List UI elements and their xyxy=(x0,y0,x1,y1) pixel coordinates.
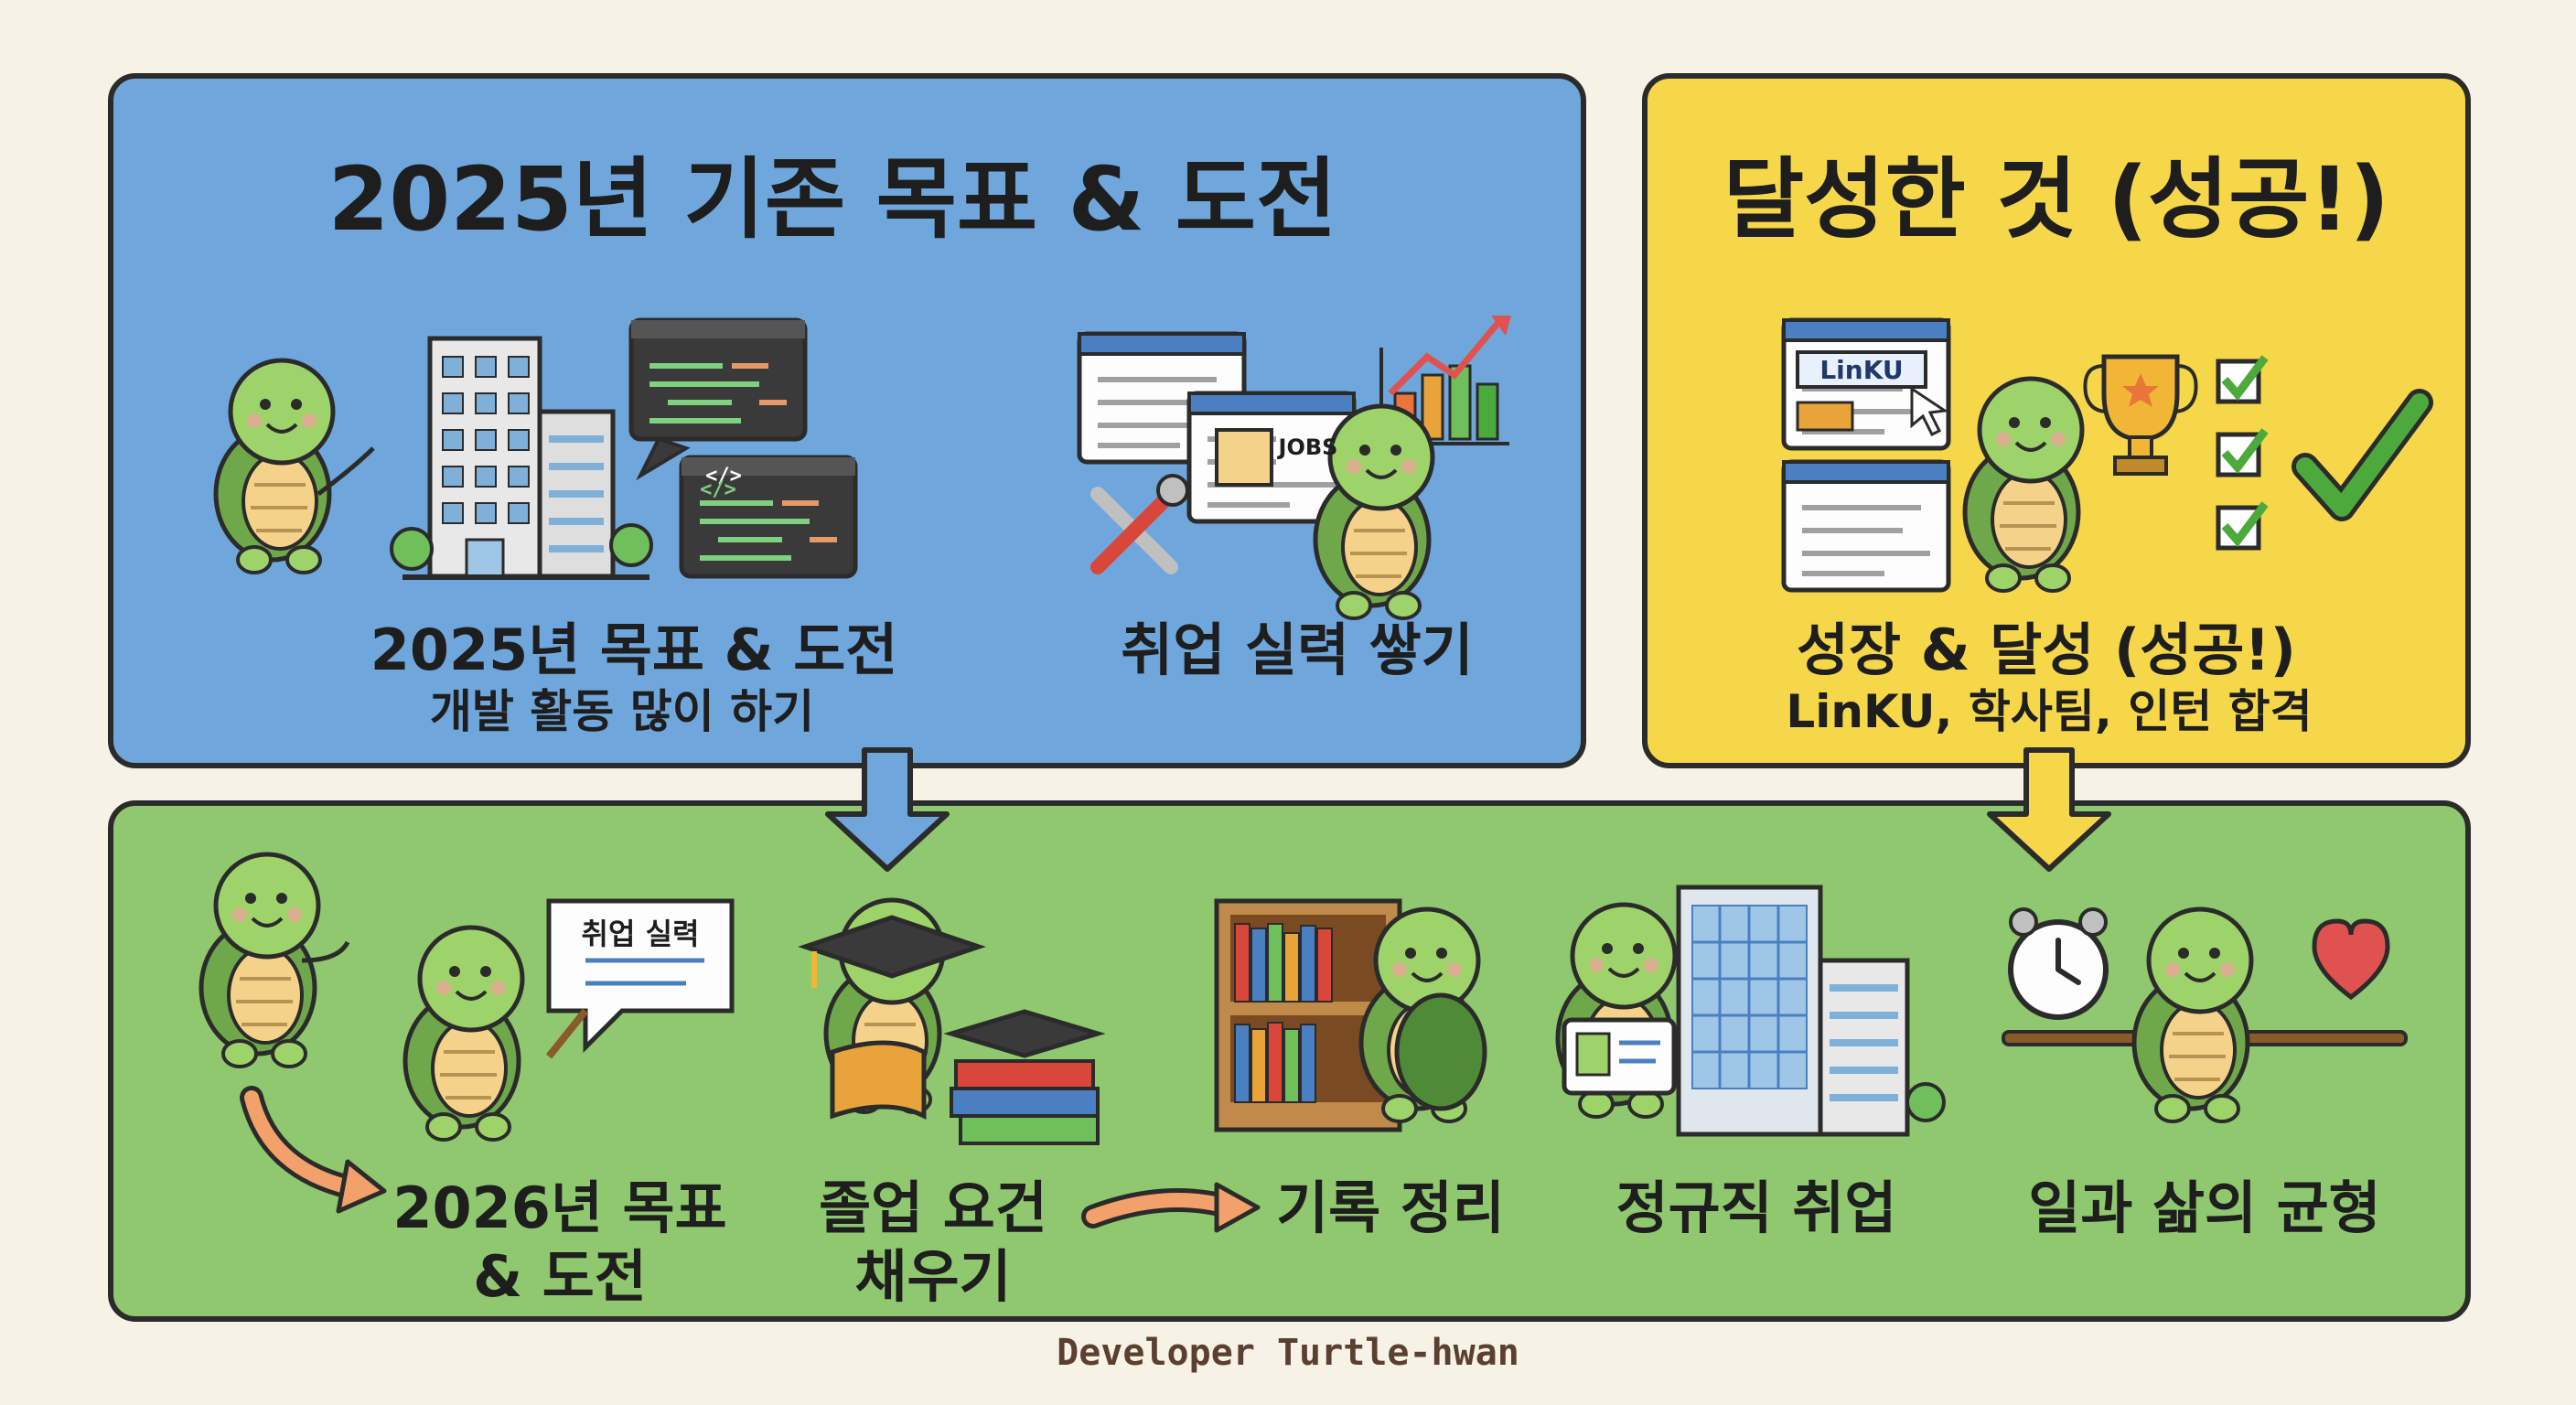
turtle-icon xyxy=(405,928,522,1140)
checkbox-icon xyxy=(2216,355,2269,551)
step-graduation-line2: 채우기 xyxy=(854,1243,1012,1310)
turtle-icon xyxy=(1965,379,2082,591)
achievement-sub: LinKU, 학사팀, 인턴 합격 xyxy=(1786,685,2313,738)
turtle-icon xyxy=(216,360,333,573)
code-window-icon xyxy=(1784,320,1948,590)
code-tag-1: </> xyxy=(705,465,742,488)
code-tag-2: </> xyxy=(700,478,736,501)
id-badge-icon xyxy=(1562,1017,1677,1096)
achievement-label: 성장 & 달성 (성공!) xyxy=(1796,617,2297,683)
jobs-label: JOBS xyxy=(1278,434,1338,460)
office-building-icon xyxy=(390,338,653,580)
code-window-icon xyxy=(631,320,855,576)
curved-arrow-icon xyxy=(1081,1182,1261,1233)
job-board-icon xyxy=(545,898,735,1059)
heart-icon xyxy=(2312,918,2390,1001)
tools-icon xyxy=(1090,474,1189,574)
trophy-icon xyxy=(2083,354,2198,476)
down-arrow-icon xyxy=(1987,747,2111,872)
goal-item-sub: 개발 활동 많이 하기 xyxy=(429,685,815,738)
graduation-cap-icon xyxy=(798,915,1106,1058)
down-arrow-icon xyxy=(825,747,950,872)
turtle-icon xyxy=(2134,909,2251,1121)
book-icon xyxy=(830,1040,1100,1145)
step-records: 기록 정리 xyxy=(1276,1174,1505,1241)
step-fulltime-job: 정규직 취업 xyxy=(1615,1174,1897,1241)
alarm-clock-icon xyxy=(2008,907,2109,1020)
step-2026-goal-line1: 2026년 목표 xyxy=(392,1174,727,1241)
step-work-life-balance: 일과 삶의 균형 xyxy=(2028,1174,2381,1241)
curved-arrow-icon xyxy=(240,1086,387,1214)
job-skill-label: 취업 실력 쌓기 xyxy=(1121,617,1474,683)
goal-item-label: 2025년 목표 & 도전 xyxy=(370,617,898,683)
board-label: 취업 실력 xyxy=(581,917,700,951)
turtle-icon xyxy=(201,854,318,1067)
achievements-title: 달성한 것 (성공!) xyxy=(1723,148,2390,251)
step-graduation-line1: 졸업 요건 xyxy=(819,1174,1047,1241)
step-2026-goal-line2: & 도전 xyxy=(473,1243,647,1310)
linku-window-label: LinKU xyxy=(1819,355,1904,385)
office-building-icon xyxy=(1676,885,1946,1137)
goals-2025-title: 2025년 기존 목표 & 도전 xyxy=(327,148,1337,251)
author-credit: Developer Turtle-hwan xyxy=(1057,1332,1519,1374)
